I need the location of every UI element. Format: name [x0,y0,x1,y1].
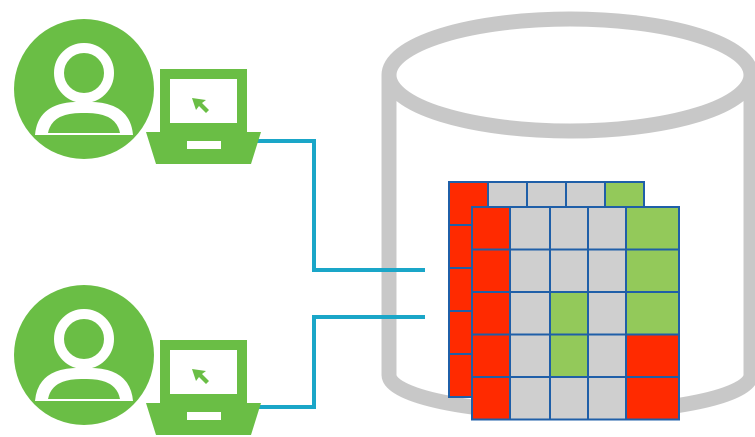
table-cell [471,206,511,251]
table-cell [509,291,551,336]
user-icon [14,19,154,159]
cursor-arrow-icon [192,98,209,113]
table-cell [549,291,589,336]
table-cell [625,376,680,421]
table-cell [471,248,511,293]
table-cell [549,206,589,251]
cursor-arrow-icon [192,369,209,384]
table-cell [549,333,589,378]
table-cell [625,333,680,378]
table-cell [587,206,627,251]
table-cell [471,291,511,336]
table-cell [471,333,511,378]
table-cell [587,376,627,421]
laptop-icon [146,340,261,435]
connector-top [242,139,425,272]
table-cell [549,248,589,293]
table-cell [509,376,551,421]
table-cell [625,291,680,336]
table-cell [625,248,680,293]
table-cell [509,206,551,251]
table-cell [471,376,511,421]
table-cell [587,333,627,378]
table-cell [587,291,627,336]
table-cell [509,333,551,378]
table-cell [549,376,589,421]
connector-lines [242,139,425,409]
table-cell [625,206,680,251]
user-icon [14,285,154,425]
data-table-front [471,206,680,421]
laptop-icon [146,69,261,164]
table-cell [509,248,551,293]
table-cell [587,248,627,293]
connector-bottom [242,315,425,409]
